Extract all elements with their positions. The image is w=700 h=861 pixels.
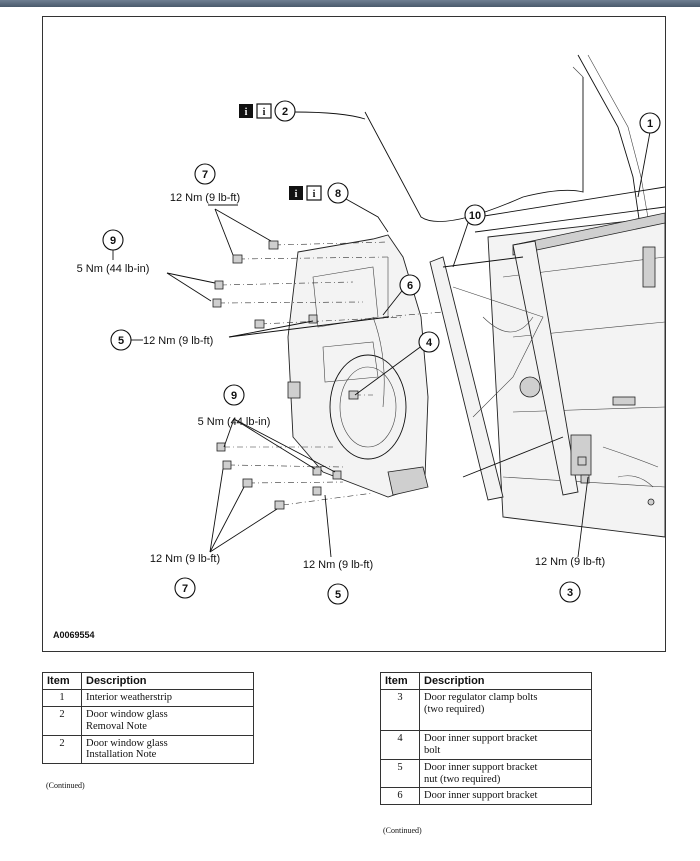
svg-text:i: i (295, 189, 298, 200)
legend-table-right: Item Description 3 Door regulator clamp … (380, 671, 592, 806)
exploded-view-figure: i i i i 2 1 8 10 (42, 16, 666, 652)
item-description: Door inner support bracket nut (two requ… (419, 758, 592, 789)
svg-text:12 Nm (9 lb-ft): 12 Nm (9 lb-ft) (303, 559, 373, 571)
column-header-item: Item (42, 671, 82, 691)
callout-7-bottom: 12 Nm (9 lb-ft) 7 (150, 553, 220, 599)
table-row: 3 Door regulator clamp bolts (two requir… (380, 689, 592, 732)
interior-weatherstrip-shape (512, 212, 665, 256)
column-header-description: Description (419, 671, 592, 691)
svg-text:12 Nm (9 lb-ft): 12 Nm (9 lb-ft) (170, 192, 240, 204)
legend-table-left: Item Description 1 Interior weatherstrip… (42, 671, 254, 765)
item-number: 3 (380, 689, 420, 732)
svg-text:7: 7 (202, 169, 208, 181)
item-number: 2 (42, 706, 82, 736)
svg-text:12 Nm (9 lb-ft): 12 Nm (9 lb-ft) (143, 335, 213, 347)
callout-9-center: 9 5 Nm (44 lb-in) (198, 384, 271, 428)
callout-1: 1 (639, 112, 661, 134)
svg-text:5: 5 (118, 335, 124, 347)
callout-5-left: 5 12 Nm (9 lb-ft) (110, 329, 213, 351)
callout-10: 10 (464, 204, 486, 226)
svg-text:5: 5 (335, 589, 341, 601)
svg-text:10: 10 (469, 210, 481, 222)
table-row: 6 Door inner support bracket (380, 787, 592, 806)
item-description: Interior weatherstrip (81, 689, 254, 708)
callout-6: 6 (399, 274, 421, 296)
svg-text:12 Nm (9 lb-ft): 12 Nm (9 lb-ft) (535, 556, 605, 568)
door-assembly-diagram: i i i i 2 1 8 10 (77, 54, 665, 605)
info-icon: i (239, 104, 253, 118)
table-row: 5 Door inner support bracket nut (two re… (380, 758, 592, 789)
callout-2: 2 (274, 100, 296, 122)
column-header-item: Item (380, 671, 420, 691)
item-number: 5 (380, 758, 420, 789)
info-icon: i (289, 186, 303, 200)
item-number: 1 (42, 689, 82, 708)
fasteners (212, 240, 590, 510)
installation-note-link[interactable]: Installation Note (86, 749, 157, 761)
continued-label-right: (Continued) (383, 826, 422, 835)
svg-text:1: 1 (647, 118, 653, 130)
item-description: Door window glass Installation Note (81, 734, 254, 765)
table-header-row: Item Description (380, 671, 592, 691)
svg-text:9: 9 (231, 390, 237, 402)
svg-text:9: 9 (110, 235, 116, 247)
window-glass-outline (364, 77, 584, 222)
item-number: 4 (380, 730, 420, 760)
svg-text:5 Nm (44 lb-in): 5 Nm (44 lb-in) (198, 416, 271, 428)
removal-note-link[interactable]: Removal Note (86, 720, 147, 732)
callout-5-bottom: 12 Nm (9 lb-ft) 5 (303, 559, 373, 605)
table-row: 2 Door window glass Removal Note (42, 706, 254, 736)
figure-id-label: A0069554 (53, 630, 95, 640)
svg-text:i: i (263, 107, 266, 118)
svg-text:5 Nm (44 lb-in): 5 Nm (44 lb-in) (77, 263, 150, 275)
continued-label-left: (Continued) (46, 781, 85, 790)
callout-9-left: 9 5 Nm (44 lb-in) (77, 229, 150, 275)
svg-text:2: 2 (282, 106, 288, 118)
svg-text:3: 3 (567, 587, 573, 599)
svg-text:i: i (313, 189, 316, 200)
callout-8: 8 (327, 182, 349, 204)
table-row: 1 Interior weatherstrip (42, 689, 254, 708)
note-icon: i (306, 185, 322, 201)
item-description: Door inner support bracket (419, 787, 592, 806)
callout-7-top: 7 12 Nm (9 lb-ft) (170, 163, 240, 204)
note-icon: i (256, 103, 272, 119)
item-number: 2 (42, 734, 82, 765)
svg-text:6: 6 (407, 280, 413, 292)
item-number: 6 (380, 787, 420, 806)
table-header-row: Item Description (42, 671, 254, 691)
item-description: Door window glass Removal Note (81, 706, 254, 736)
callout-4: 4 (418, 331, 440, 353)
item-description: Door regulator clamp bolts (two required… (419, 689, 592, 732)
svg-text:i: i (245, 107, 248, 118)
table-row: 2 Door window glass Installation Note (42, 734, 254, 765)
column-header-description: Description (81, 671, 254, 691)
svg-text:8: 8 (335, 188, 341, 200)
door-inner-module-shape (287, 234, 429, 498)
window-top-bar (0, 0, 700, 7)
window-regulator-shape (429, 240, 592, 501)
svg-text:12 Nm (9 lb-ft): 12 Nm (9 lb-ft) (150, 553, 220, 565)
item-description: Door inner support bracket bolt (419, 730, 592, 760)
svg-text:4: 4 (426, 337, 433, 349)
table-row: 4 Door inner support bracket bolt (380, 730, 592, 760)
svg-text:7: 7 (182, 583, 188, 595)
callout-3: 12 Nm (9 lb-ft) 3 (535, 556, 605, 603)
